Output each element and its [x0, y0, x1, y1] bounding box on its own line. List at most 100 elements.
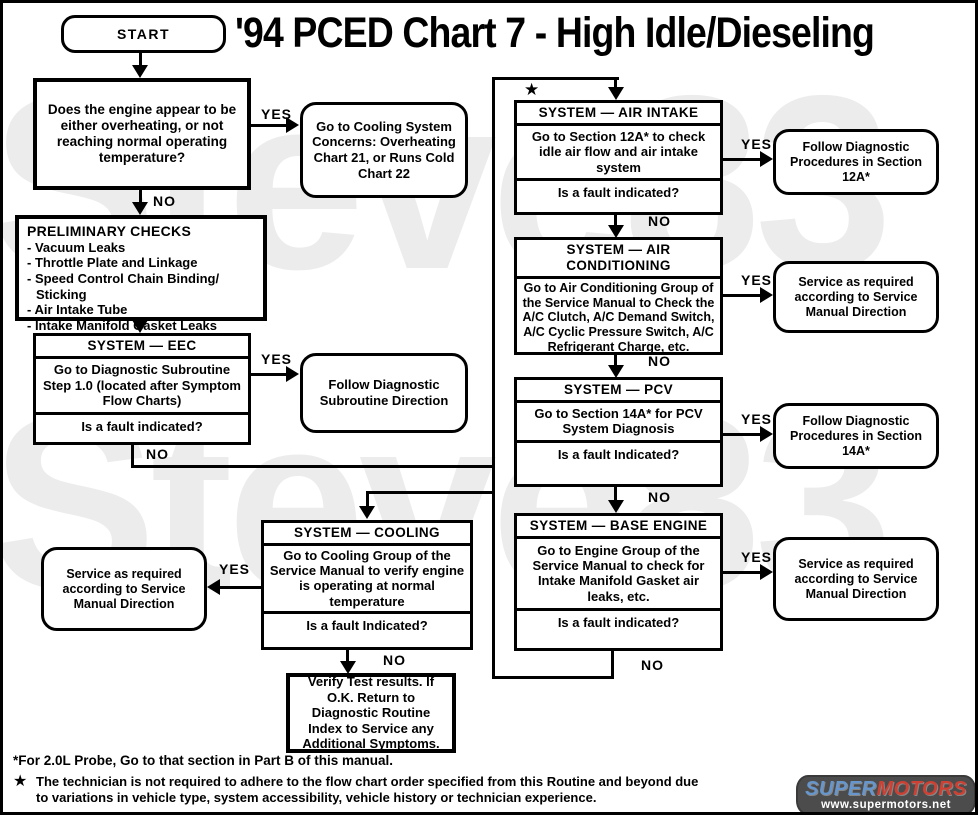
arrow-right-icon: [760, 564, 773, 580]
footnote-technician: The technician is not required to adhere…: [36, 774, 699, 805]
yes-label: YES: [741, 272, 773, 288]
follow-subroutine-node: Follow Diagnostic Subroutine Direction: [300, 353, 468, 433]
connector-line: [723, 294, 761, 297]
supermotors-logo: SUPERMOTORS www.supermotors.net: [796, 775, 975, 812]
connector-line: [131, 465, 495, 468]
connector-line: [723, 571, 761, 574]
logo-super-text: SUPER: [805, 777, 877, 800]
system-base-engine-header: SYSTEM — BASE ENGINE: [517, 516, 720, 539]
supermotors-url: www.supermotors.net: [821, 798, 951, 811]
connector-line: [614, 355, 617, 366]
footnote-probe: *For 2.0L Probe, Go to that section in P…: [13, 753, 394, 768]
connector-line: [139, 190, 142, 203]
system-pcv-body: Go to Section 14A* for PCV System Diagno…: [517, 403, 720, 443]
system-pcv-header: SYSTEM — PCV: [517, 380, 720, 403]
no-label: NO: [146, 446, 169, 462]
system-eec-body: Go to Diagnostic Subroutine Step 1.0 (lo…: [36, 359, 248, 415]
connector-line: [492, 676, 614, 679]
no-label: NO: [648, 213, 671, 229]
connector-line: [614, 77, 617, 88]
system-pcv-node: SYSTEM — PCV Go to Section 14A* for PCV …: [514, 377, 723, 487]
yes-label: YES: [261, 106, 293, 122]
page-title: '94 PCED Chart 7 - High Idle/Dieseling: [235, 9, 875, 57]
no-label: NO: [648, 353, 671, 369]
connector-line: [139, 53, 142, 66]
arrow-down-icon: [608, 500, 624, 513]
supermotors-wordmark: SUPERMOTORS: [805, 779, 967, 799]
arrow-down-icon: [132, 320, 148, 333]
no-label: NO: [383, 652, 406, 668]
no-label: NO: [153, 193, 176, 209]
system-cooling-question: Is a fault Indicated?: [306, 617, 428, 633]
preliminary-checks-header: PRELIMINARY CHECKS: [27, 223, 192, 239]
system-cooling-header: SYSTEM — COOLING: [264, 523, 470, 546]
service-required-node: Service as required according to Service…: [41, 547, 207, 631]
arrow-down-icon: [608, 87, 624, 100]
yes-label: YES: [741, 136, 773, 152]
service-required-node: Service as required according to Service…: [773, 261, 939, 333]
arrow-down-icon: [608, 225, 624, 238]
preliminary-item: - Air Intake Tube: [27, 302, 128, 318]
system-eec-node: SYSTEM — EEC Go to Diagnostic Subroutine…: [33, 333, 251, 445]
service-required-node: Service as required according to Service…: [773, 537, 939, 621]
system-eec-header: SYSTEM — EEC: [36, 336, 248, 359]
yes-label: YES: [261, 351, 293, 367]
cooling-concerns-node: Go to Cooling System Concerns: Overheati…: [300, 102, 468, 198]
connector-line: [366, 491, 495, 494]
decision-overheating: Does the engine appear to be either over…: [33, 78, 251, 190]
system-base-engine-node: SYSTEM — BASE ENGINE Go to Engine Group …: [514, 513, 723, 651]
system-air-intake-question: Is a fault indicated?: [557, 184, 680, 200]
preliminary-item: - Speed Control Chain Binding/ Sticking: [27, 270, 220, 302]
arrow-down-icon: [340, 661, 356, 674]
system-air-intake-node: SYSTEM — AIR INTAKE Go to Section 12A* t…: [514, 100, 723, 215]
connector-line: [723, 433, 761, 436]
connector-line: [492, 77, 619, 80]
logo-motors-text: MOTORS: [876, 777, 967, 800]
follow-14a-node: Follow Diagnostic Procedures in Section …: [773, 403, 939, 469]
system-air-conditioning-header: SYSTEM — AIR CONDITIONING: [517, 240, 720, 279]
system-cooling-body: Go to Cooling Group of the Service Manua…: [264, 546, 470, 614]
arrow-right-icon: [760, 426, 773, 442]
arrow-right-icon: [286, 366, 299, 382]
system-eec-question: Is a fault indicated?: [81, 418, 203, 434]
connector-line: [723, 158, 761, 161]
arrow-right-icon: [760, 151, 773, 167]
system-cooling-node: SYSTEM — COOLING Go to Cooling Group of …: [261, 520, 473, 650]
connector-line: [614, 215, 617, 226]
arrow-right-icon: [286, 117, 299, 133]
preliminary-item: - Intake Manifold Gasket Leaks: [27, 317, 218, 333]
arrow-down-icon: [359, 506, 375, 519]
verify-results-node: Verify Test results. If O.K. Return to D…: [286, 673, 456, 753]
start-node: START: [61, 15, 226, 53]
no-label: NO: [641, 657, 664, 673]
yes-label: YES: [741, 549, 773, 565]
arrow-left-icon: [207, 579, 220, 595]
connector-line: [219, 586, 261, 589]
arrow-right-icon: [760, 287, 773, 303]
connector-line: [614, 487, 617, 501]
preliminary-checks-node: PRELIMINARY CHECKS - Vacuum Leaks - Thro…: [15, 215, 267, 333]
yes-label: YES: [219, 561, 251, 577]
connector-line: [492, 77, 495, 679]
system-air-intake-header: SYSTEM — AIR INTAKE: [517, 103, 720, 126]
connector-line: [251, 124, 287, 127]
arrow-down-icon: [608, 365, 624, 378]
connector-line: [366, 491, 369, 507]
preliminary-item: - Throttle Plate and Linkage: [27, 255, 198, 271]
system-air-intake-body: Go to Section 12A* to check idle air flo…: [517, 126, 720, 181]
system-air-conditioning-body: Go to Air Conditioning Group of the Serv…: [522, 280, 715, 354]
arrow-down-icon: [132, 202, 148, 215]
star-marker: ★: [13, 773, 28, 790]
connector-line: [611, 651, 614, 679]
yes-label: YES: [741, 411, 773, 427]
connector-line: [131, 445, 134, 468]
follow-12a-node: Follow Diagnostic Procedures in Section …: [773, 129, 939, 195]
star-marker: ★: [524, 80, 540, 99]
preliminary-item: - Vacuum Leaks: [27, 239, 126, 255]
arrow-down-icon: [132, 65, 148, 78]
system-pcv-question: Is a fault Indicated?: [557, 446, 680, 462]
system-base-engine-body: Go to Engine Group of the Service Manual…: [517, 539, 720, 611]
system-base-engine-question: Is a fault indicated?: [557, 614, 680, 630]
no-label: NO: [648, 489, 671, 505]
